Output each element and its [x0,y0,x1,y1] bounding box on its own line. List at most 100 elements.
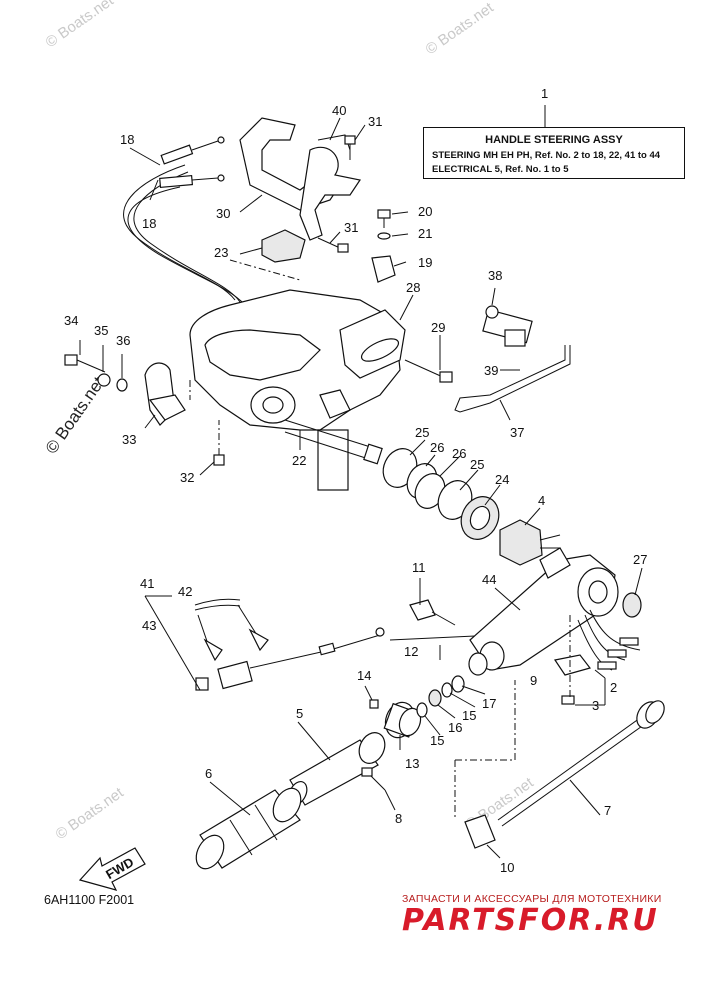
washer-15a [416,702,428,718]
leader-lines [129,117,643,859]
label-9: 9 [530,673,537,688]
bolt-20 [377,209,391,228]
label-22: 22 [292,453,306,468]
label-21: 21 [418,226,432,241]
spring-16 [428,689,442,707]
throttle-cables [123,136,246,306]
brand-tagline: ЗАПЧАСТИ И АКСЕССУАРЫ ДЛЯ МОТОТЕХНИКИ [402,893,662,905]
label-35: 35 [94,323,108,338]
title-line-2: ELECTRICAL 5, Ref. No. 1 to 5 [432,164,569,175]
screw-3 [561,695,575,705]
label-15b: 15 [462,708,476,723]
collar-13 [383,701,422,739]
label-10: 10 [500,860,514,875]
handle-44 [468,547,619,676]
diagram-code: 6AH1100 F2001 [44,893,135,907]
label-23: 23 [214,245,228,260]
label-26b: 26 [452,446,466,461]
label-32: 32 [180,470,194,485]
rod-37 [454,345,571,413]
label-7: 7 [604,803,611,818]
label-18a: 18 [120,132,134,147]
label-26a: 26 [430,440,444,455]
screw-8 [361,767,386,791]
watermark-bottom-left: © Boats.net [53,784,128,843]
washer-27 [622,592,642,618]
label-17: 17 [482,696,496,711]
washer-15b [441,682,453,698]
label-30: 30 [216,206,230,221]
callout-labels: 1 2 3 4 5 6 7 8 9 10 11 12 13 14 15 15 1… [64,86,647,875]
clamp-19 [371,255,396,283]
label-6: 6 [205,766,212,781]
screw-14 [369,699,379,709]
label-37: 37 [510,425,524,440]
fwd-arrow: FWD [78,847,146,891]
label-1: 1 [541,86,548,101]
lanyard-42 [194,598,269,662]
label-12: 12 [404,644,418,659]
title-heading: HANDLE STEERING ASSY [485,134,623,146]
label-2: 2 [610,680,617,695]
label-41: 41 [140,576,154,591]
label-25a: 25 [415,425,429,440]
knob-11 [409,599,456,626]
bracket-28 [339,309,406,379]
grommet-23 [261,229,306,263]
washer-36 [116,378,128,392]
label-33: 33 [122,432,136,447]
wires-2 [577,609,641,671]
label-38: 38 [488,268,502,283]
watermark-top-left: © Boats.net [43,0,118,51]
collar-35 [97,373,111,387]
plate-4 [499,519,543,566]
bolt-32 [213,420,225,466]
title-box: HANDLE STEERING ASSY STEERING MH EH PH, … [423,127,685,179]
label-19: 19 [418,255,432,270]
plate-9 [554,654,592,676]
part-10 [464,814,496,849]
label-42: 42 [178,584,192,599]
steering-bracket [189,289,401,491]
label-28: 28 [406,280,420,295]
washer-17 [451,675,465,693]
grip-5 [288,732,386,806]
label-43: 43 [142,618,156,633]
label-36: 36 [116,333,130,348]
label-27: 27 [633,552,647,567]
label-34: 34 [64,313,78,328]
bracket-30 [239,117,361,241]
label-31b: 31 [344,220,358,235]
label-20: 20 [418,204,432,219]
label-40: 40 [332,103,346,118]
label-11: 11 [412,560,426,575]
label-25b: 25 [470,457,484,472]
label-16: 16 [448,720,462,735]
label-18b: 18 [142,216,156,231]
part-33b [148,394,186,421]
label-4: 4 [538,493,545,508]
bolt-34 [64,354,106,373]
washer-21 [377,232,391,240]
bolt-31-top [344,135,356,160]
construction-lines [144,259,606,820]
watermark-top-right: © Boats.net [423,0,498,58]
label-8: 8 [395,811,402,826]
shaft-7 [497,700,665,827]
label-3: 3 [592,698,599,713]
label-39: 39 [484,363,498,378]
label-15a: 15 [430,733,444,748]
stop-switch [217,627,385,690]
label-5: 5 [296,706,303,721]
label-31a: 31 [368,114,382,129]
label-14: 14 [357,668,371,683]
brand-block: ЗАПЧАСТИ И АКСЕССУАРЫ ДЛЯ МОТОТЕХНИКИ PA… [402,893,702,937]
label-13: 13 [405,756,419,771]
bolt-29 [404,359,453,383]
title-line-1: STEERING MH EH PH, Ref. No. 2 to 18, 22,… [432,150,661,161]
watermark-left: © Boats.net [42,373,109,457]
label-24: 24 [495,472,509,487]
bolt-31-mid [317,237,349,253]
label-44: 44 [482,572,496,587]
